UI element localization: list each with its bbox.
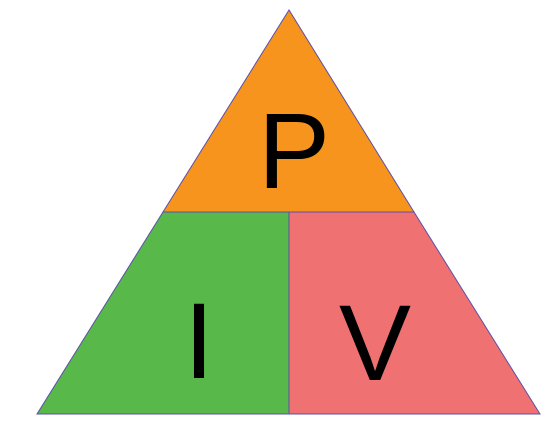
power-label: P bbox=[258, 90, 330, 211]
voltage-section bbox=[288, 211, 541, 415]
voltage-label: V bbox=[339, 282, 411, 403]
current-label: I bbox=[184, 280, 214, 401]
current-section bbox=[36, 211, 290, 415]
